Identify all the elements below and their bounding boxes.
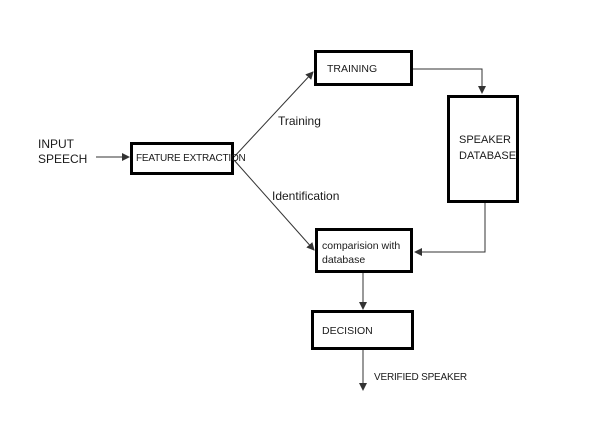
- comparison-line1: comparision with: [322, 240, 401, 252]
- arrow-database-to-comparison: [414, 203, 486, 256]
- edge-label-identification: Identification: [272, 189, 340, 203]
- speaker-db-label: SPEAKER DATABASE: [459, 132, 516, 164]
- decision-box: DECISION: [311, 310, 414, 350]
- edge-label-training: Training: [278, 114, 321, 128]
- training-label: TRAINING: [327, 63, 378, 75]
- comparison-label: comparision with database: [322, 239, 400, 267]
- feature-extraction-box: FEATURE EXTRACTION: [130, 142, 246, 175]
- input-label-line1: INPUT: [38, 137, 74, 151]
- arrow-feature-to-comparison: [233, 159, 315, 251]
- arrow-training-to-database: [413, 68, 486, 94]
- comparison-box: comparision with database: [315, 228, 413, 273]
- comparison-line2: database: [322, 254, 366, 266]
- speaker-db-line2: DATABASE: [459, 150, 517, 162]
- speaker-database-box: SPEAKER DATABASE: [447, 95, 519, 203]
- verified-speaker-label: VERIFIED SPEAKER: [374, 372, 467, 383]
- feature-extraction-label: FEATURE EXTRACTION: [136, 153, 246, 164]
- speaker-db-line1: SPEAKER: [459, 134, 511, 146]
- training-box: TRAINING: [314, 50, 413, 86]
- input-speech-label: INPUT SPEECH: [38, 137, 87, 167]
- decision-label: DECISION: [322, 325, 373, 337]
- arrow-feature-to-training: [233, 71, 314, 158]
- input-label-line2: SPEECH: [38, 152, 88, 166]
